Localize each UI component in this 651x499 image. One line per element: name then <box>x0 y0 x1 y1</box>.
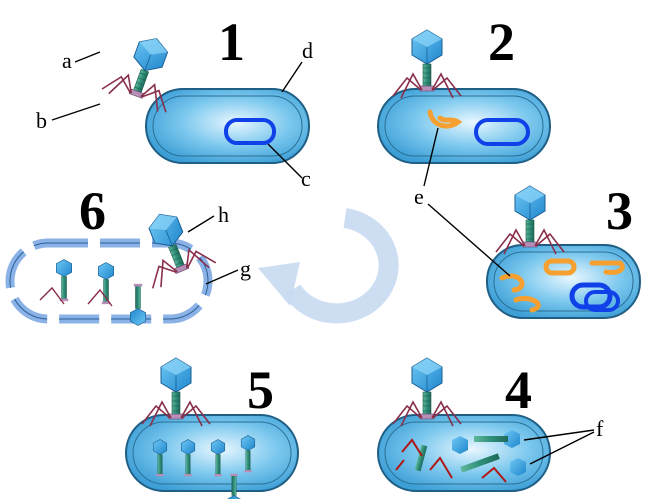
bacteriophage <box>495 185 565 255</box>
step-4: 4 <box>377 357 551 492</box>
svg-text:g: g <box>240 256 251 281</box>
label-g: g <box>205 256 251 285</box>
step-number-3: 3 <box>606 181 633 241</box>
svg-text:f: f <box>596 416 604 441</box>
bacterial-cell <box>125 414 299 492</box>
released-phages <box>39 259 147 326</box>
phage-components <box>395 430 526 483</box>
svg-text:b: b <box>36 108 47 133</box>
svg-text:h: h <box>218 202 229 227</box>
svg-text:e: e <box>414 184 424 209</box>
step-6: 6 <box>5 181 218 326</box>
step-1: 1 <box>100 12 310 164</box>
label-a: a <box>62 48 101 73</box>
phage-dna <box>589 260 625 275</box>
phage-dna <box>427 109 463 129</box>
step-3: 3 <box>486 181 641 319</box>
cycle-arrow <box>258 208 399 324</box>
label-f: f <box>523 416 604 465</box>
step-2: 2 <box>377 12 551 164</box>
step-number-4: 4 <box>505 360 532 420</box>
step-number-5: 5 <box>247 360 274 420</box>
host-dna-loop <box>474 118 530 146</box>
host-dna-loop <box>224 118 276 145</box>
bacterial-cell <box>377 414 551 492</box>
released-bacteriophage <box>127 200 218 291</box>
label-d: d <box>281 38 313 93</box>
step-5: 5 <box>125 357 299 499</box>
bacteriophage <box>392 29 462 99</box>
label-h: h <box>187 202 229 233</box>
step-number-2: 2 <box>488 12 515 72</box>
svg-text:a: a <box>62 48 72 73</box>
step-number-6: 6 <box>79 181 106 241</box>
phage-dna <box>513 295 541 313</box>
svg-text:d: d <box>302 38 313 63</box>
phage-dna <box>543 258 577 276</box>
label-c: c <box>267 143 311 191</box>
step-number-1: 1 <box>218 12 245 72</box>
svg-text:c: c <box>301 166 311 191</box>
label-e: e <box>414 127 511 277</box>
phage-dna <box>499 273 525 293</box>
label-b: b <box>36 103 101 133</box>
